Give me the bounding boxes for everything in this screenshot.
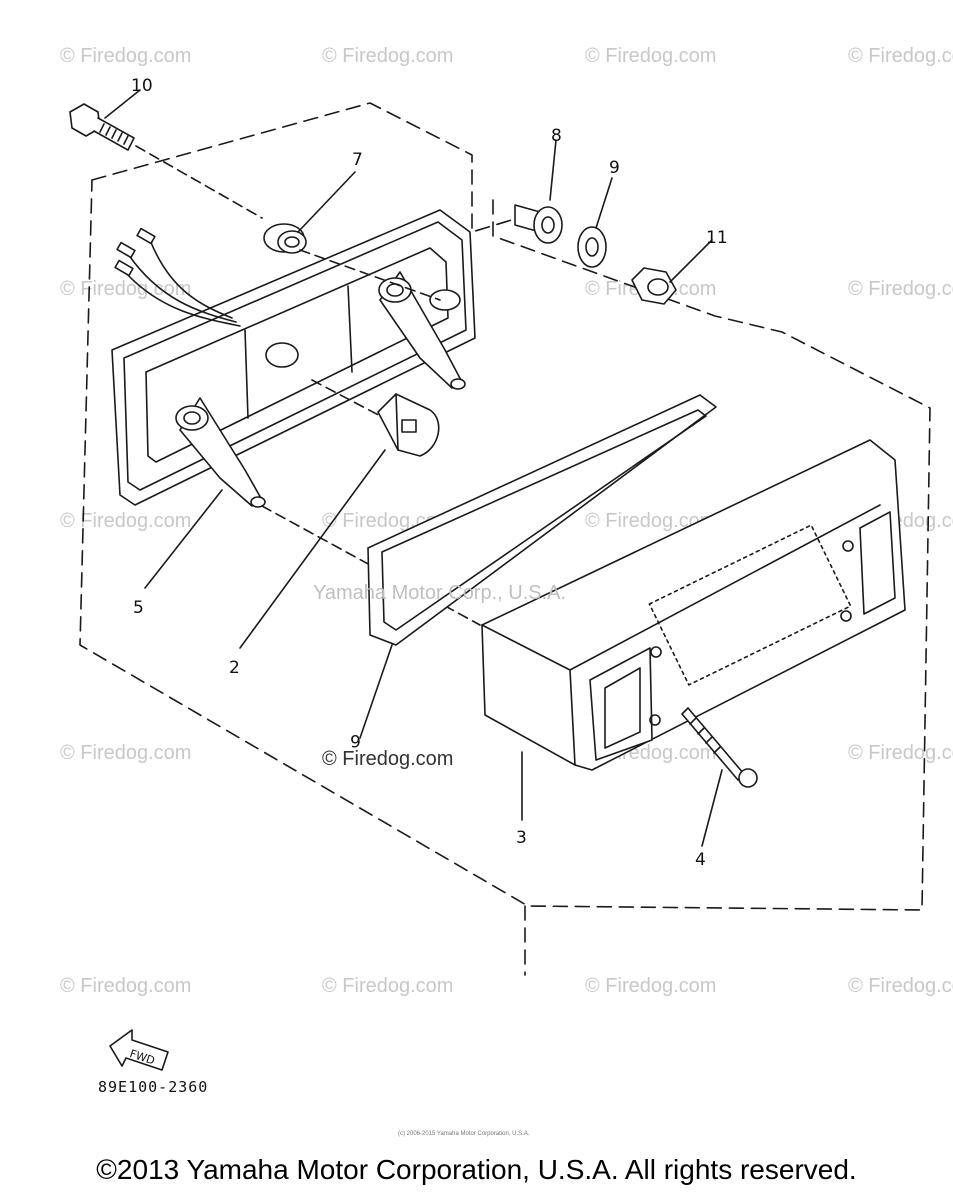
callout-8: 8	[551, 126, 562, 146]
watermark: © Firedog.com	[848, 742, 953, 764]
lens-part-3	[481, 439, 906, 771]
axis-line	[311, 379, 389, 421]
axis-line	[261, 505, 481, 626]
collar-part-8	[514, 204, 563, 244]
callout-9: 9	[609, 158, 620, 178]
callout-7: 7	[352, 150, 363, 170]
watermark: © Firedog.com	[848, 45, 953, 67]
watermark: © Firedog.com	[60, 45, 192, 67]
watermark: © Firedog.com	[848, 278, 953, 300]
watermark: © Firedog.com	[585, 975, 717, 997]
copyright-notice: ©2013 Yamaha Motor Corporation, U.S.A. A…	[96, 1154, 857, 1185]
nut-part-11	[631, 267, 677, 305]
watermark: © Firedog.com	[585, 45, 717, 67]
assembly-boundary	[91, 102, 529, 233]
bolt-part-10	[69, 103, 135, 151]
bulb-part-2	[377, 393, 440, 457]
fwd-arrow-icon: FWD	[109, 1029, 169, 1071]
leader-line	[549, 139, 557, 201]
assembly-boundary-right	[79, 179, 931, 911]
leader-line	[595, 177, 613, 229]
washer-part-9	[577, 226, 607, 268]
leader-line	[104, 89, 141, 119]
leader-line	[144, 489, 223, 589]
drawing-code: 89E100-2360	[98, 1078, 209, 1096]
callout-10: 10	[131, 76, 153, 96]
callout-2: 2	[229, 658, 240, 678]
watermark: © Firedog.com	[60, 742, 192, 764]
watermark: © Firedog.com	[848, 975, 953, 997]
callout-3: 3	[516, 828, 527, 848]
leader-line	[239, 449, 386, 649]
center-watermark: Yamaha Motor Corp., U.S.A.	[313, 582, 567, 604]
watermark: © Firedog.com	[322, 975, 454, 997]
leader-line	[701, 769, 723, 847]
screw-part-4	[681, 707, 758, 788]
watermark: © Firedog.com	[322, 45, 454, 67]
firedog-watermark: © Firedog.com	[322, 748, 454, 770]
axis-line	[299, 249, 441, 301]
callout-11: 11	[706, 228, 728, 248]
watermark: © Firedog.com	[60, 975, 192, 997]
callout-4: 4	[695, 850, 706, 870]
leader-line	[669, 239, 713, 283]
watermark: © Firedog.com	[60, 278, 192, 300]
callout-6: 6	[350, 730, 361, 750]
tiny-copyright-notice: (c) 2006-2015 Yamaha Motor Corporation, …	[398, 1131, 530, 1137]
leader-line	[297, 171, 356, 233]
gasket-part-6	[367, 394, 717, 646]
leader-line	[359, 644, 393, 739]
lamp-base-housing-part-5	[111, 209, 476, 508]
watermark: © Firedog.com	[60, 510, 192, 532]
axis-line	[135, 145, 263, 219]
watermark: © Firedog.com	[585, 510, 717, 532]
grommet-part-7	[263, 223, 307, 254]
callout-5: 5	[133, 598, 144, 618]
